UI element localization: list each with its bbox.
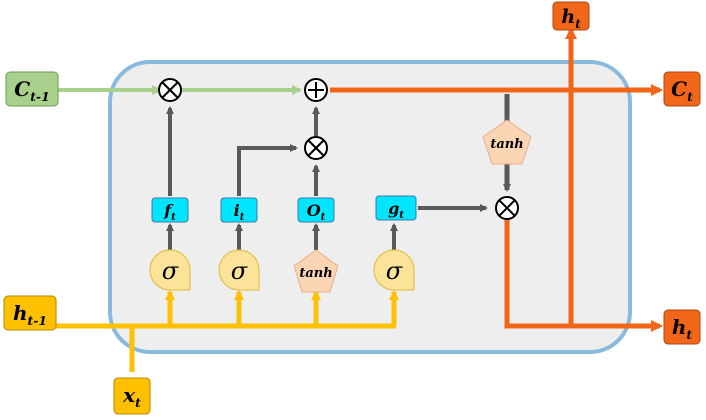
gate-o: Ot <box>297 197 335 223</box>
svg-text:Ct: Ct <box>671 77 693 104</box>
output-c: Ct <box>663 71 701 107</box>
gate-o-main: O <box>307 201 321 220</box>
gate-i-main: i <box>234 201 240 220</box>
svg-text:xt: xt <box>122 383 141 410</box>
sigma3-label: σ <box>386 257 403 285</box>
gate-f-sub: t <box>171 212 176 223</box>
activation-tanh1: tanh <box>293 249 339 293</box>
operator-mult3 <box>495 196 519 220</box>
gate-g: gt <box>375 195 417 221</box>
h-right-main: h <box>672 315 687 339</box>
svg-text:ht: ht <box>672 315 693 342</box>
activation-sigma2: σ <box>218 249 260 291</box>
tanh2-label: tanh <box>490 137 523 152</box>
gate-i-sub: t <box>240 212 245 223</box>
activation-sigma1: σ <box>149 249 191 291</box>
output-h-right: ht <box>663 309 701 345</box>
c-out-main: C <box>671 77 687 101</box>
svg-text:ht: ht <box>561 6 581 31</box>
x-main: x <box>122 383 136 407</box>
tanh1-label: tanh <box>299 266 332 281</box>
h-right-sub: t <box>686 327 692 342</box>
svg-text:ft: ft <box>163 201 176 223</box>
svg-text:it: it <box>234 201 245 223</box>
gate-g-sub: t <box>399 210 404 221</box>
gate-g-main: g <box>388 199 399 218</box>
h-prev-main: h <box>13 301 28 325</box>
sigma1-label: σ <box>162 257 179 285</box>
activation-sigma3: σ <box>373 249 415 291</box>
c-prev-sub: t-1 <box>30 89 50 104</box>
gate-o-sub: t <box>321 212 326 223</box>
operator-add <box>304 78 328 102</box>
activation-tanh2: tanh <box>482 119 532 165</box>
x-sub: t <box>135 395 141 410</box>
h-prev-sub: t-1 <box>28 313 48 328</box>
output-h-top: ht <box>552 1 590 31</box>
svg-text:Ct-1: Ct-1 <box>14 77 49 104</box>
i-to-mult2-line <box>237 144 298 196</box>
gate-f-main: f <box>163 201 174 220</box>
gate-i: it <box>220 197 258 223</box>
input-h-prev: ht-1 <box>3 295 57 331</box>
input-x: xt <box>113 377 151 415</box>
c-prev-main: C <box>14 77 30 101</box>
h-top-main: h <box>561 6 575 28</box>
input-c-prev: Ct-1 <box>5 71 59 107</box>
svg-text:ht-1: ht-1 <box>13 301 47 328</box>
c-out-sub: t <box>687 89 693 104</box>
gate-f: ft <box>151 197 189 223</box>
sigma2-label: σ <box>231 257 248 285</box>
svg-text:Ot: Ot <box>307 201 326 223</box>
hidden-out-line <box>504 218 663 332</box>
operator-mult1 <box>158 78 182 102</box>
operator-mult2 <box>304 136 328 160</box>
svg-text:gt: gt <box>388 199 404 221</box>
h-top-sub: t <box>575 17 581 31</box>
